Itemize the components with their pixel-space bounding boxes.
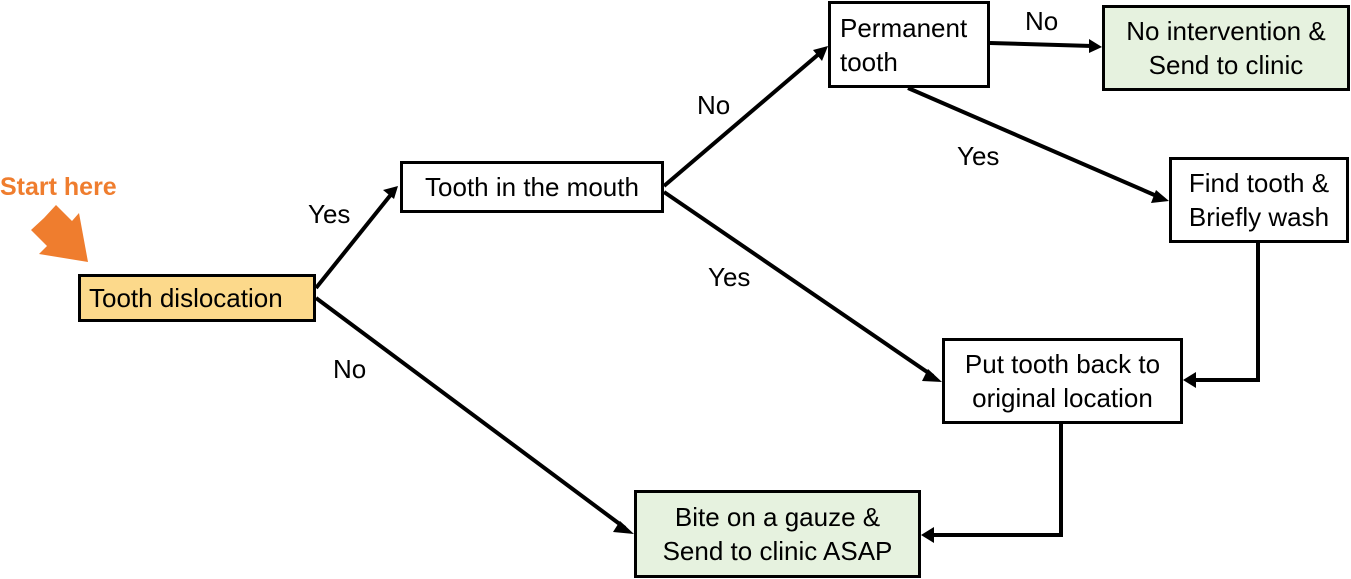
arrowhead-find-to-putback bbox=[1183, 372, 1196, 388]
edge-mouth-to-putback bbox=[662, 190, 935, 378]
edge-permanent-to-find bbox=[907, 86, 1160, 199]
edge-label-mouth-to-permanent: No bbox=[697, 90, 731, 120]
node-put-tooth-back: Put tooth back to original location bbox=[942, 338, 1183, 424]
arrowhead-dislocation-to-mouth bbox=[383, 186, 398, 199]
edge-label-permanent-to-nointervention: No bbox=[1025, 6, 1059, 36]
start-arrow-icon bbox=[31, 205, 88, 262]
node-tooth-in-mouth: Tooth in the mouth bbox=[400, 161, 664, 213]
arrowhead-permanent-to-nointervention bbox=[1089, 39, 1102, 53]
node-find-tooth: Find tooth & Briefly wash bbox=[1169, 157, 1349, 243]
arrowhead-permanent-to-find bbox=[1151, 190, 1169, 203]
node-bite-on-gauze: Bite on a gauze & Send to clinic ASAP bbox=[634, 490, 921, 578]
edge-label-mouth-to-putback: Yes bbox=[708, 262, 751, 292]
edge-dislocation-to-gauze bbox=[314, 296, 627, 530]
edge-putback-to-gauze bbox=[932, 424, 1063, 537]
arrowhead-putback-to-gauze bbox=[921, 527, 934, 543]
edge-label-dislocation-to-mouth: Yes bbox=[308, 199, 351, 229]
start-here-label: Start here bbox=[0, 173, 117, 201]
edge-label-permanent-to-find: Yes bbox=[957, 141, 1000, 171]
edge-find-to-putback bbox=[1194, 243, 1260, 382]
edge-mouth-to-permanent bbox=[662, 51, 822, 188]
node-tooth-dislocation: Tooth dislocation bbox=[78, 274, 316, 322]
node-permanent-tooth: Permanent tooth bbox=[828, 1, 990, 88]
node-no-intervention: No intervention & Send to clinic bbox=[1102, 5, 1350, 91]
edge-label-dislocation-to-gauze: No bbox=[333, 354, 367, 384]
arrowhead-mouth-to-putback bbox=[922, 369, 942, 382]
edge-dislocation-to-mouth bbox=[314, 190, 395, 290]
edge-permanent-to-nointervention bbox=[989, 41, 1093, 48]
arrowhead-mouth-to-permanent bbox=[813, 46, 828, 61]
arrowhead-dislocation-to-gauze bbox=[613, 521, 634, 534]
